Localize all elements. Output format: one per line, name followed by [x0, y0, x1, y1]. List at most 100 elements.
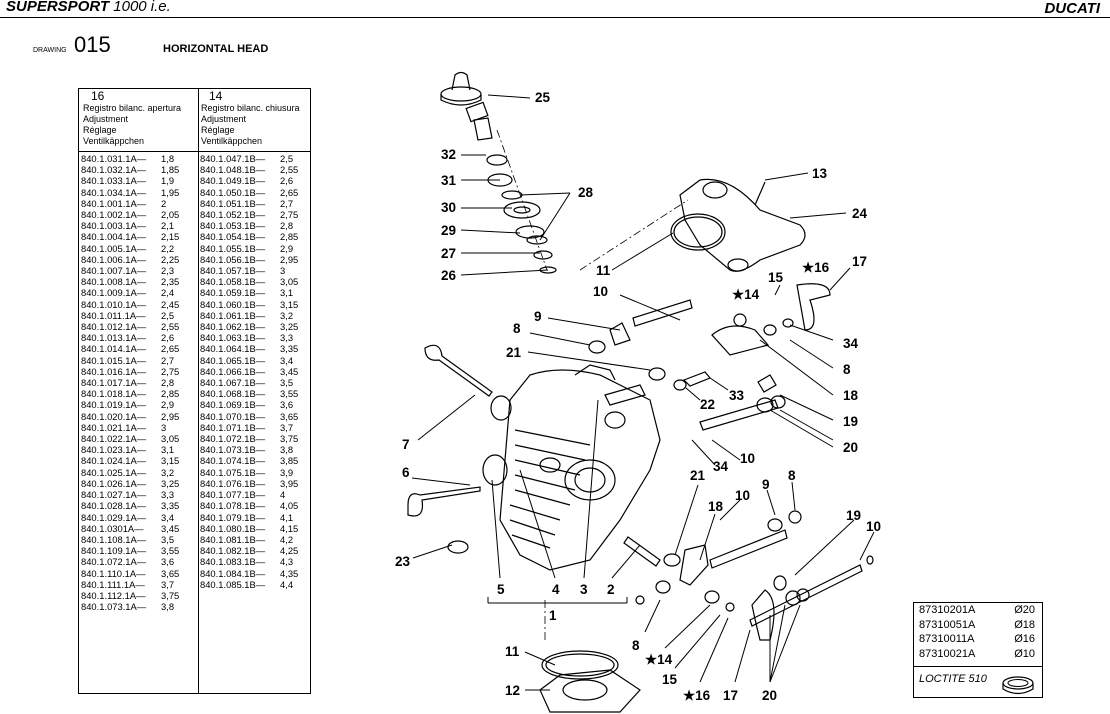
part-code: 840.1.070.1B—: [200, 410, 266, 422]
table-row: 840.1.067.1B—3,5: [200, 377, 298, 388]
table-row: 840.1.026.1A—3,25: [81, 478, 179, 489]
part-size: 3,5: [161, 533, 175, 545]
table-row: 840.1.075.1B—3,9: [200, 467, 298, 478]
part-code: 840.1.055.1B—: [200, 242, 266, 254]
table-row: 840.1.070.1B—3,65: [200, 411, 298, 422]
col1-line: Ventilkäppchen: [83, 136, 145, 146]
callout-label: 5: [497, 582, 505, 597]
part-code: 840.1.054.1B—: [200, 231, 266, 243]
part-code: 840.1.077.1B—: [200, 489, 266, 501]
part-size: 2,5: [280, 153, 294, 164]
part-code: 840.1.001.1A—: [81, 197, 147, 209]
part-code: 840.1.051.1B—: [200, 197, 266, 209]
part-code: 840.1.021.1A—: [81, 421, 147, 433]
table-row: 840.1.109.1A—3,55: [81, 545, 179, 556]
table-row: 840.1.061.1B—3,2: [200, 310, 298, 321]
part-code: 840.1.014.1A—: [81, 343, 147, 355]
callout-label: 8: [843, 362, 851, 377]
table-row: 840.1.001.1A—2: [81, 198, 179, 209]
callout-label: 19: [846, 508, 862, 523]
col1-line: Adjustment: [83, 114, 129, 124]
part-code: 840.1.073.1B—: [200, 444, 266, 456]
part-size: 4,3: [280, 556, 294, 568]
table-row: 840.1.082.1B—4,25: [200, 545, 298, 556]
callout-label: 13: [812, 166, 828, 181]
part-code: 840.1.020.1A—: [81, 410, 147, 422]
table-row: 840.1.017.1A—2,8: [81, 377, 179, 388]
part-code: 840.1.066.1B—: [200, 365, 266, 377]
callout-label: 15: [662, 672, 678, 687]
col2-header: 14 Registro bilanc. chiusura Adjustment …: [201, 90, 300, 147]
part-size: 2,6: [280, 175, 294, 187]
callout-label: ★16: [802, 260, 830, 275]
table-row: 840.1.009.1A—2,4: [81, 287, 179, 298]
table-row: 840.1.028.1A— 3,35: [81, 500, 179, 511]
col1-ref: 16: [91, 89, 105, 103]
table-row: 840.1.011.1A—2,5: [81, 310, 179, 321]
col2-ref: 14: [209, 89, 223, 103]
seal-part-code: 87310051A: [919, 618, 976, 631]
callout-label: 22: [700, 397, 716, 412]
callout-label: 10: [740, 451, 756, 466]
drawing-title: HORIZONTAL HEAD: [163, 43, 269, 55]
callout-label: 8: [632, 638, 640, 653]
part-size: 2,7: [280, 197, 294, 209]
table-row: 840.1.033.1A—1,9: [81, 175, 179, 186]
table-row: 840.1.010.1A—2,45: [81, 299, 179, 310]
seal-diameter: Ø10: [1014, 647, 1035, 660]
part-size: 4,35: [280, 567, 299, 579]
part-size: 2,8: [280, 220, 294, 232]
table-row: 840.1.076.1B—3,95: [200, 478, 298, 489]
part-code: 840.1.076.1B—: [200, 477, 266, 489]
table-row: 840.1.080.1B—4,15: [200, 523, 298, 534]
part-code: 840.1.058.1B—: [200, 276, 266, 288]
callout-label: 23: [395, 554, 411, 569]
table-row: 840.1.054.1B—2,85: [200, 231, 298, 242]
callout-label: 34: [843, 336, 859, 351]
part-size: 2,45: [161, 298, 180, 310]
table-row: 840.1.050.1B—2,65: [200, 187, 298, 198]
part-code: 840.1.028.1A—: [81, 500, 147, 512]
table-row: 840.1.065.1B—3,4: [200, 355, 298, 366]
callout-label: 6: [402, 465, 410, 480]
table-row: 840.1.023.1A—3,1: [81, 444, 179, 455]
part-code: 840.1.004.1A—: [81, 231, 147, 243]
callout-label: 27: [441, 246, 457, 261]
callout-label: 24: [852, 206, 868, 221]
table-row: 840.1.051.1B— 2,7: [200, 198, 298, 209]
table-row: 840.1.053.1B—2,8: [200, 220, 298, 231]
part-size: 3,5: [280, 377, 294, 389]
part-size: 2,1: [161, 220, 175, 232]
part-size: 2,95: [161, 410, 180, 422]
table-row: 840.1.049.1B—2,6: [200, 175, 298, 186]
part-code: 840.1.072.1B—: [200, 433, 266, 445]
part-size: 3,15: [280, 298, 299, 310]
table-row: 840.1.005.1A—2,2: [81, 243, 179, 254]
model-title: SUPERSPORT 1000 i.e.: [6, 0, 171, 15]
table-row: 840.1.008.1A—2,35: [81, 276, 179, 287]
part-size: 3,9: [280, 466, 294, 478]
part-size: 3,35: [161, 500, 180, 512]
part-size: 1,95: [161, 186, 180, 198]
part-size: 2,3: [161, 265, 175, 277]
table-row: 840.1.024.1A—3,15: [81, 455, 179, 466]
callout-label: 20: [762, 688, 778, 703]
callout-label: 21: [506, 345, 522, 360]
table-row: 840.1.015.1A—2,7: [81, 355, 179, 366]
callout-label: 29: [441, 223, 457, 238]
callout-label: ★16: [683, 688, 711, 703]
part-size: 2,65: [161, 343, 180, 355]
seal-part-code: 87310011A: [919, 633, 975, 645]
part-code: 840.1.022.1A—: [81, 433, 147, 445]
part-size: 3: [280, 265, 286, 277]
table-row: 840.1.062.1B—3,25: [200, 321, 298, 332]
table-row: 840.1.021.1A—3: [81, 422, 179, 433]
part-code: 840.1.064.1B—: [200, 343, 266, 355]
col1-header: 16 Registro bilanc. apertura Adjustment …: [83, 90, 181, 147]
table-row: 840.1.0301A—3,45: [81, 523, 179, 534]
part-size: 4,25: [280, 545, 299, 557]
table-row: 840.1.069.1B—3,6: [200, 399, 298, 410]
table-row: 840.1.083.1B—4,3: [200, 556, 298, 567]
part-size: 3,8: [280, 444, 294, 456]
